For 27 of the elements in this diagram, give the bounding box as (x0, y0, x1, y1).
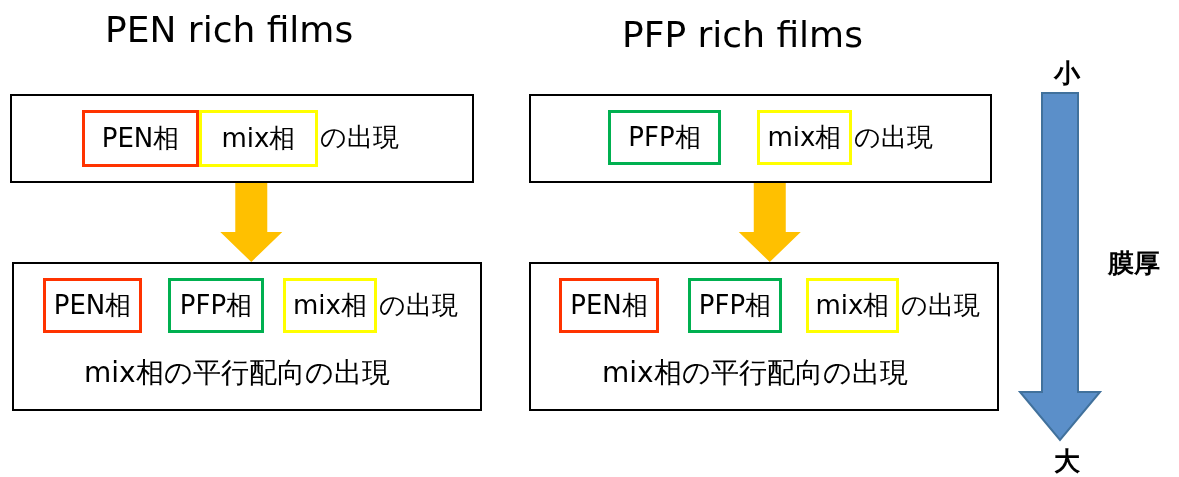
phase-box: PEN相 (559, 278, 659, 333)
box-text: の出現 (901, 292, 980, 318)
phase-box: mix相 (199, 110, 318, 167)
stage-box (10, 94, 474, 183)
column-title: PEN rich films (105, 12, 354, 48)
block-arrow (220, 183, 283, 262)
stage-box (529, 94, 992, 183)
scale-label: 小 (1054, 60, 1080, 86)
axis-label: 膜厚 (1108, 250, 1160, 276)
phase-box: PFP相 (688, 278, 782, 333)
box-text: の出現 (320, 124, 399, 150)
box-text: mix相の平行配向の出現 (602, 359, 908, 387)
stage-box (529, 262, 999, 411)
phase-box: mix相 (757, 110, 852, 165)
phase-box: mix相 (283, 278, 377, 333)
box-text: の出現 (379, 292, 458, 318)
scale-label: 大 (1054, 448, 1080, 474)
phase-box: PEN相 (82, 110, 199, 167)
block-arrow (738, 183, 801, 262)
phase-box: mix相 (806, 278, 899, 333)
phase-box: PEN相 (43, 278, 142, 333)
phase-box: PFP相 (168, 278, 264, 333)
stage-box (12, 262, 482, 411)
column-title: PFP rich films (622, 17, 863, 53)
phase-box: PFP相 (608, 110, 721, 165)
box-text: の出現 (854, 124, 933, 150)
box-text: mix相の平行配向の出現 (84, 359, 390, 387)
